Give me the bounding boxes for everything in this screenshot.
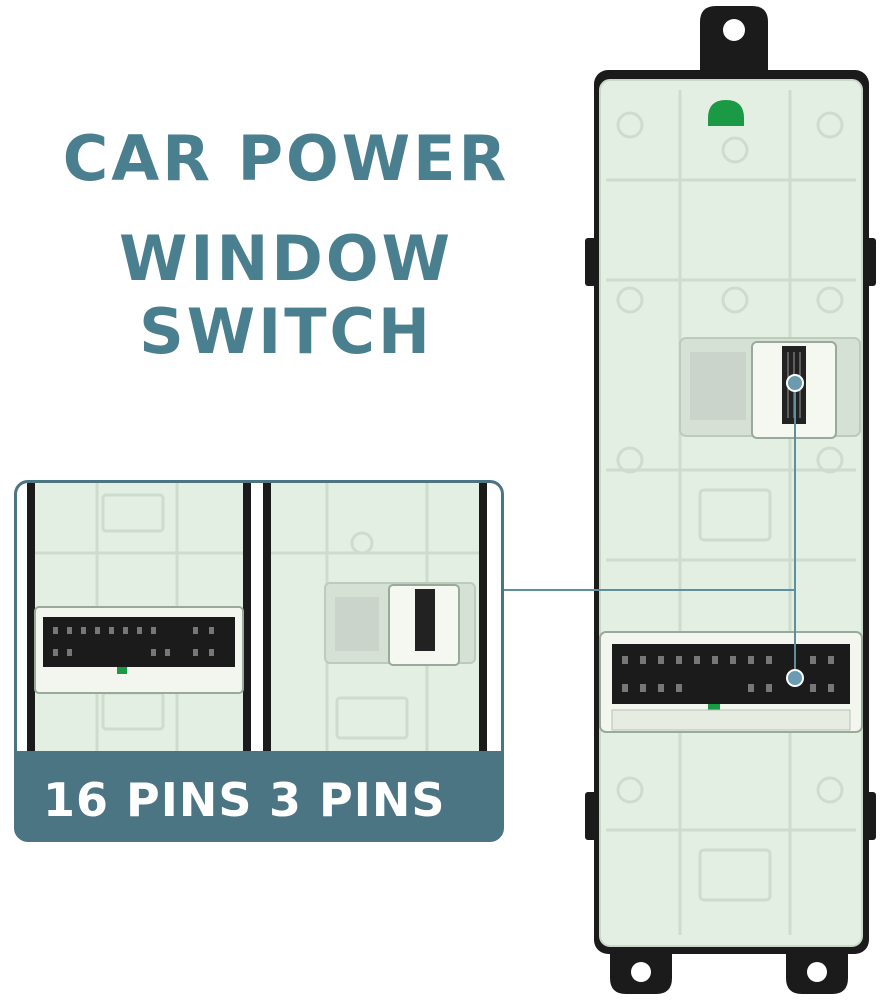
connector-3-pin bbox=[679, 337, 861, 439]
label-16-pins: 16 PINS bbox=[43, 773, 253, 827]
closeup-16-pin bbox=[27, 483, 251, 751]
callout-lines bbox=[504, 383, 796, 678]
inset-connector-closeups bbox=[27, 483, 487, 751]
headline-line-1: CAR POWER bbox=[62, 122, 510, 195]
inset-caption-bar bbox=[17, 751, 501, 839]
bottom-mounting-tabs bbox=[610, 944, 848, 994]
body-moulding bbox=[606, 90, 856, 935]
closeup-3-pin bbox=[263, 483, 487, 751]
connector-detail-inset: 16 PINS 3 PINS bbox=[14, 480, 504, 842]
indicator-led bbox=[708, 100, 744, 126]
callout-dot-16-pin bbox=[786, 669, 804, 687]
callout-dot-3-pin bbox=[786, 374, 804, 392]
headline-line-2: WINDOW SWITCH bbox=[119, 222, 453, 368]
connector-16-pin bbox=[599, 631, 863, 733]
label-3-pins: 3 PINS bbox=[269, 773, 446, 827]
inset-photos bbox=[17, 483, 501, 751]
top-mounting-tab bbox=[700, 6, 768, 78]
switch-body bbox=[599, 79, 863, 947]
